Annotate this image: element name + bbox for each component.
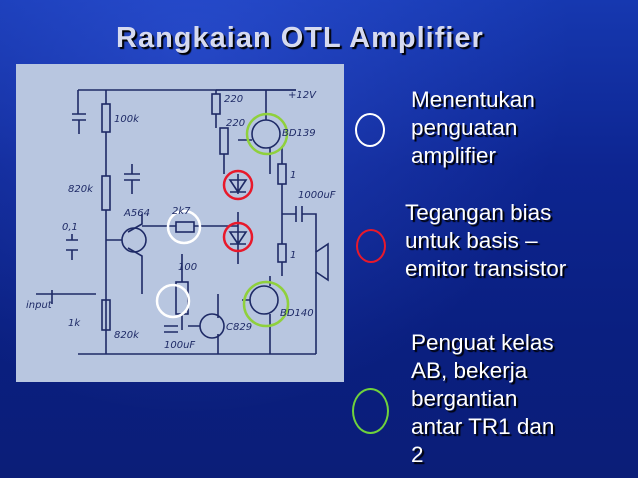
green-circle-marker — [242, 280, 290, 328]
bullet-1-line: Menentukan — [411, 87, 535, 112]
bullet-1-line: penguatan — [411, 115, 518, 140]
label-r-1a: 1 — [290, 170, 296, 181]
label-q-top: BD139 — [282, 128, 316, 139]
label-r-220b: 220 — [226, 118, 245, 129]
label-q1: A564 — [123, 208, 150, 219]
bullet-1-line: amplifier — [411, 143, 497, 168]
label-c-100u: 100uF — [164, 340, 195, 351]
label-supply: +12V — [288, 90, 317, 101]
label-r-220a: 220 — [224, 94, 243, 105]
green-circle-marker — [245, 112, 289, 156]
white-circle-marker — [166, 209, 202, 245]
label-c-out: 1000uF — [298, 190, 336, 201]
red-circle-marker — [222, 221, 254, 253]
label-r-1b: 1 — [290, 250, 296, 261]
bullet-3-line: bergantian — [411, 386, 518, 411]
label-input: input — [26, 300, 53, 311]
bullet-text-1: Menentukan penguatan amplifier — [411, 86, 535, 170]
bullet-text-2: Tegangan bias untuk basis – emitor trans… — [405, 199, 566, 283]
white-circle-marker — [155, 283, 191, 319]
bullet-2-line: emitor transistor — [405, 256, 567, 281]
circuit-schematic-photo: +12V 100k 820k 0,1 input 1k A564 2k7 100… — [16, 64, 344, 382]
label-r2: 820k — [68, 184, 94, 195]
bullet-2-line: Tegangan bias — [405, 200, 552, 225]
bullet-3-line: AB, bekerja — [411, 358, 528, 383]
bullet-text-3: Penguat kelas AB, bekerja bergantian ant… — [411, 329, 554, 469]
label-r-2k7: 2k7 — [172, 206, 191, 217]
bullet-3-line: antar TR1 dan — [411, 414, 555, 439]
label-q3: C829 — [226, 322, 252, 333]
label-q-bot: BD140 — [280, 308, 314, 319]
red-circle-legend-icon — [356, 229, 386, 263]
label-r1: 100k — [114, 114, 140, 125]
label-r-100: 100 — [178, 262, 197, 273]
bullet-2-line: untuk basis – — [405, 228, 538, 253]
green-circle-legend-icon — [352, 388, 389, 434]
slide-title: Rangkaian OTL Amplifier — [116, 22, 484, 54]
label-r-in: 1k — [68, 318, 81, 329]
bullet-3-line: 2 — [411, 442, 424, 467]
label-c-in: 0,1 — [62, 222, 78, 233]
label-r3: 820k — [114, 330, 140, 341]
white-circle-legend-icon — [355, 113, 385, 147]
red-circle-marker — [222, 169, 254, 201]
bullet-3-line: Penguat kelas — [411, 330, 554, 355]
